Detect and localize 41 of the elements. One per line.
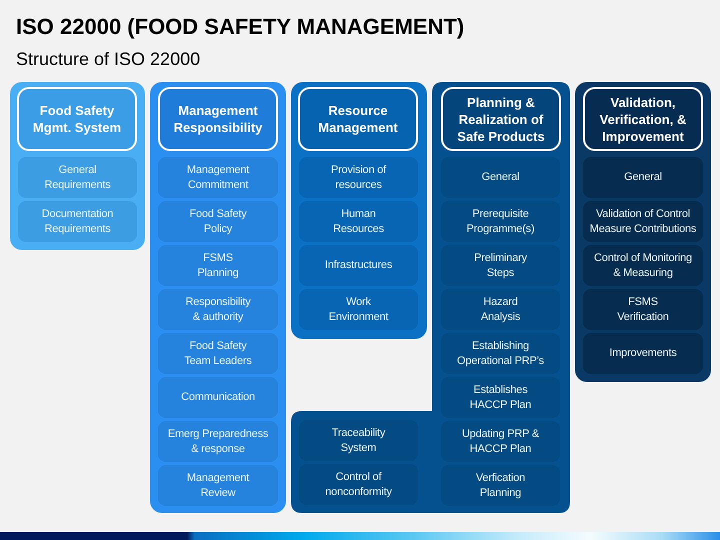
clause-card: Human Resources (299, 201, 418, 242)
column-panel (150, 82, 286, 513)
clause-card: FSMS Planning (158, 245, 278, 286)
clause-card: Preliminary Steps (441, 245, 560, 286)
section-header: Management Responsibility (158, 87, 278, 151)
clause-card: Updating PRP & HACCP Plan (441, 421, 560, 462)
clause-card: Provision of resources (299, 157, 418, 198)
clause-card: Hazard Analysis (441, 289, 560, 330)
section-header: Validation, Verification, & Improvement (583, 87, 703, 151)
section-header: Resource Management (298, 87, 418, 151)
clause-card: Validation of Control Measure Contributions (583, 201, 703, 242)
clause-card: Management Review (158, 465, 278, 506)
clause-card: Emerg Preparedness & response (158, 421, 278, 462)
clause-card: Establishes HACCP Plan (441, 377, 560, 418)
clause-card: Documentation Requirements (18, 201, 137, 242)
clause-card: Communication (158, 377, 278, 418)
column-panel (10, 82, 145, 250)
clause-card: Control of nonconformity (299, 464, 418, 505)
column-panel (291, 82, 570, 513)
clause-card: Infrastructures (299, 245, 418, 286)
clause-card: Traceability System (299, 420, 418, 461)
clause-card: Management Commitment (158, 157, 278, 198)
subtitle: Structure of ISO 22000 (16, 48, 200, 70)
clause-card: Improvements (583, 333, 703, 374)
clause-card: Responsibility & authority (158, 289, 278, 330)
title: ISO 22000 (FOOD SAFETY MANAGEMENT) (16, 13, 464, 41)
clause-card: Food Safety Policy (158, 201, 278, 242)
clause-card: Control of Monitoring & Measuring (583, 245, 703, 286)
clause-card: General (441, 157, 560, 198)
clause-card: Food Safety Team Leaders (158, 333, 278, 374)
section-header: Food Safety Mgmt. System (17, 87, 137, 151)
clause-card: Establishing Operational PRP’s (441, 333, 560, 374)
clause-card: Verfication Planning (441, 465, 560, 506)
clause-card: Work Environment (299, 289, 418, 330)
clause-card: Prerequisite Programme(s) (441, 201, 560, 242)
clause-card: General (583, 157, 703, 198)
clause-card: FSMS Verification (583, 289, 703, 330)
section-header: Planning & Realization of Safe Products (441, 87, 561, 151)
column-panel (291, 82, 427, 339)
column-panel (575, 82, 711, 382)
clause-card: General Requirements (18, 157, 137, 198)
